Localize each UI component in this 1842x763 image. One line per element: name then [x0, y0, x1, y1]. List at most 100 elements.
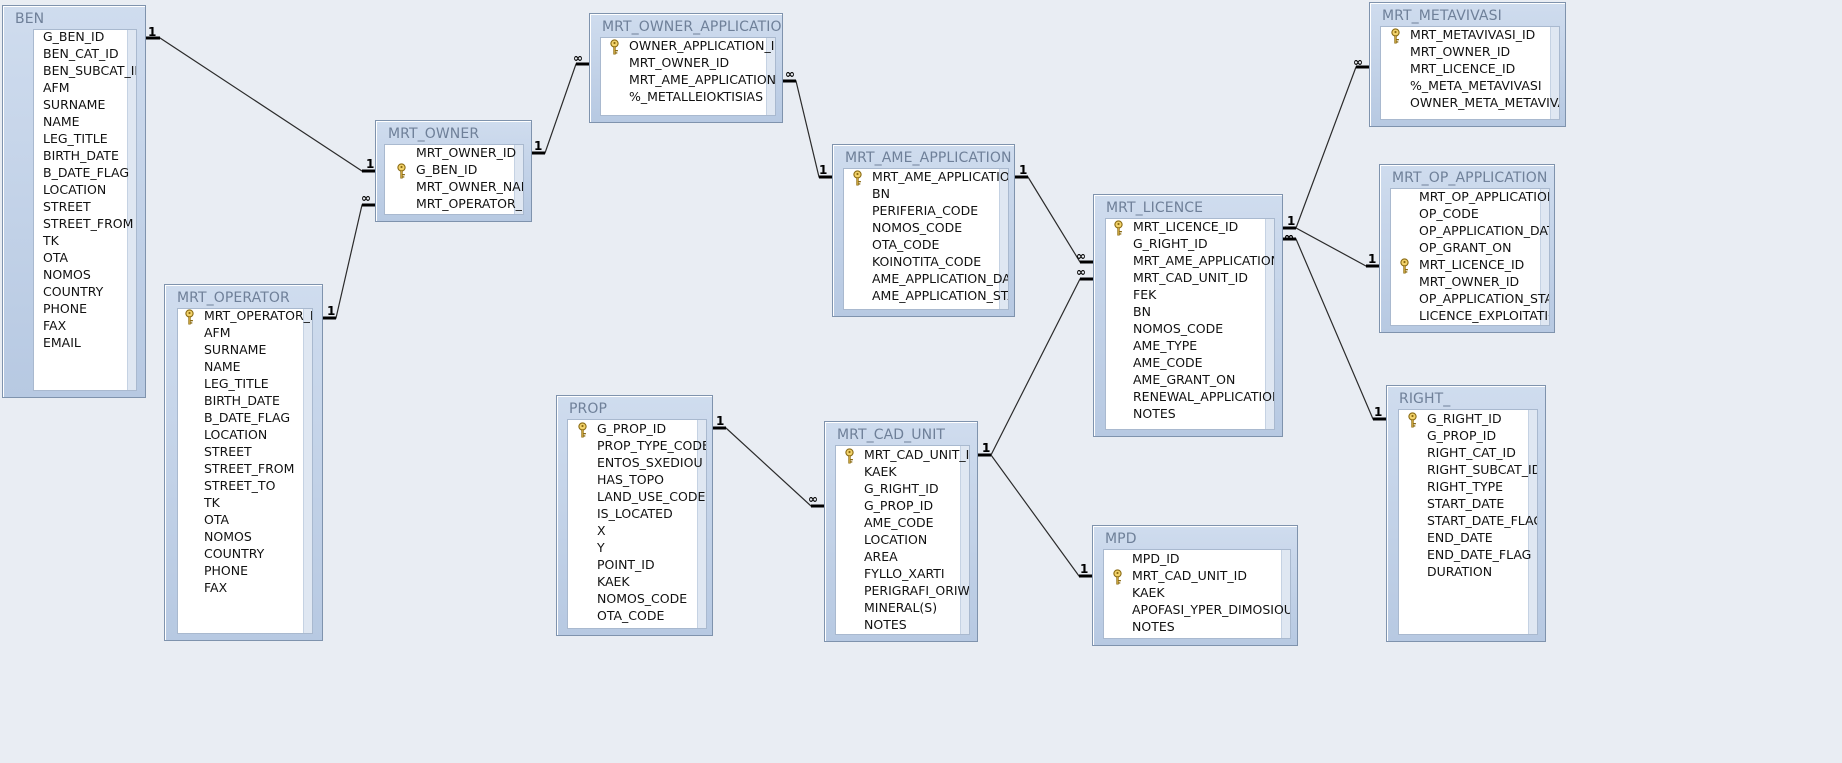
- field-kaek[interactable]: KAEK: [1132, 584, 1290, 601]
- scrollbar[interactable]: [127, 30, 136, 390]
- field-g-prop-id[interactable]: G_PROP_ID: [864, 497, 969, 514]
- field-duration[interactable]: DURATION: [1427, 563, 1537, 580]
- field-mrt-owner-id[interactable]: MRT_OWNER_ID: [1419, 273, 1549, 290]
- field-x[interactable]: X: [597, 522, 706, 539]
- scrollbar[interactable]: [1540, 189, 1549, 325]
- field-start-date-flag[interactable]: START_DATE_FLAG: [1427, 512, 1537, 529]
- field-end-date[interactable]: END_DATE: [1427, 529, 1537, 546]
- field-mrt-ame-application-id[interactable]: MRT_AME_APPLICATION_ID: [853, 169, 1008, 186]
- field-phone[interactable]: PHONE: [204, 562, 312, 579]
- field-tk[interactable]: TK: [204, 494, 312, 511]
- field-fyllo-xarti[interactable]: FYLLO_XARTI: [864, 565, 969, 582]
- table-title[interactable]: MRT_METAVIVASI: [1382, 8, 1502, 24]
- field-owner-meta-metavivasi[interactable]: OWNER_META_METAVIVASI: [1410, 94, 1559, 111]
- field-start-date[interactable]: START_DATE: [1427, 495, 1537, 512]
- field-g-right-id[interactable]: G_RIGHT_ID: [1133, 235, 1274, 252]
- table-title[interactable]: BEN: [15, 11, 45, 27]
- scrollbar[interactable]: [303, 309, 312, 633]
- field-country[interactable]: COUNTRY: [43, 283, 136, 300]
- field-land-use-code[interactable]: LAND_USE_CODE: [597, 488, 706, 505]
- scrollbar[interactable]: [960, 446, 969, 634]
- field-nomos-code[interactable]: NOMOS_CODE: [872, 219, 1008, 236]
- relationship-line-mrt-ame-application-to-mrt-licence[interactable]: [1015, 176, 1093, 263]
- field-g-prop-id[interactable]: G_PROP_ID: [1427, 427, 1537, 444]
- relationship-line-prop-to-mrt-cad-unit[interactable]: [713, 427, 824, 507]
- field-ame-grant-on[interactable]: AME_GRANT_ON: [1133, 371, 1274, 388]
- table-mrt-op-application[interactable]: MRT_OP_APPLICATION MRT_OP_APPLICATION_ID O…: [1379, 164, 1555, 333]
- field-op-grant-on[interactable]: OP_GRANT_ON: [1419, 239, 1549, 256]
- field-name[interactable]: NAME: [43, 113, 136, 130]
- field-nomos-code[interactable]: NOMOS_CODE: [1133, 320, 1274, 337]
- field-afm[interactable]: AFM: [204, 324, 312, 341]
- field-mrt-operator-id[interactable]: MRT_OPERATOR_ID: [416, 195, 523, 212]
- field-mineral-s[interactable]: MINERAL(S): [864, 599, 969, 616]
- scrollbar[interactable]: [1265, 219, 1274, 429]
- table-mrt-ame-application[interactable]: MRT_AME_APPLICATION MRT_AME_APPLICATION_I…: [832, 144, 1015, 317]
- field-mrt-op-application-id[interactable]: MRT_OP_APPLICATION_ID: [1419, 189, 1549, 205]
- field-metalleioktisias[interactable]: %_METALLEIOKTISIAS: [629, 88, 775, 105]
- table-title[interactable]: MRT_OP_APPLICATION: [1392, 170, 1548, 186]
- field-birth-date[interactable]: BIRTH_DATE: [204, 392, 312, 409]
- field-kaek[interactable]: KAEK: [864, 463, 969, 480]
- field-country[interactable]: COUNTRY: [204, 545, 312, 562]
- field-op-application-status[interactable]: OP_APPLICATION_STATUS: [1419, 290, 1549, 307]
- field-point-id[interactable]: POINT_ID: [597, 556, 706, 573]
- field-mrt-licence-id[interactable]: MRT_LICENCE_ID: [1400, 256, 1549, 274]
- field-location[interactable]: LOCATION: [864, 531, 969, 548]
- field-right-subcat-id[interactable]: RIGHT_SUBCAT_ID: [1427, 461, 1537, 478]
- field-afm[interactable]: AFM: [43, 79, 136, 96]
- field-renewal-application[interactable]: RENEWAL_APPLICATION: [1133, 388, 1274, 405]
- field-phone[interactable]: PHONE: [43, 300, 136, 317]
- field-mrt-owner-id[interactable]: MRT_OWNER_ID: [416, 145, 523, 161]
- field-notes[interactable]: NOTES: [864, 616, 969, 633]
- field-tk[interactable]: TK: [43, 232, 136, 249]
- table-title[interactable]: MRT_CAD_UNIT: [837, 427, 946, 443]
- field-street-to[interactable]: STREET_TO: [204, 477, 312, 494]
- field-bn[interactable]: BN: [872, 185, 1008, 202]
- field-entos-sxediou[interactable]: ENTOS_SXEDIOU: [597, 454, 706, 471]
- table-title[interactable]: RIGHT_: [1399, 391, 1451, 407]
- field-mrt-owner-id[interactable]: MRT_OWNER_ID: [1410, 43, 1559, 60]
- relationship-line-mrt-owner-to-mrt-owner-application[interactable]: [532, 63, 589, 154]
- relationship-line-mrt-cad-unit-to-mpd[interactable]: [978, 454, 1092, 577]
- field-g-right-id[interactable]: G_RIGHT_ID: [1408, 410, 1537, 428]
- relationship-line-mrt-owner-application-to-mrt-ame-application[interactable]: [783, 80, 832, 178]
- field-right-cat-id[interactable]: RIGHT_CAT_ID: [1427, 444, 1537, 461]
- field-fek[interactable]: FEK: [1133, 286, 1274, 303]
- field-end-date-flag[interactable]: END_DATE_FLAG: [1427, 546, 1537, 563]
- relationship-line-mrt-licence-to-right[interactable]: [1283, 238, 1386, 420]
- field-street[interactable]: STREET: [204, 443, 312, 460]
- scrollbar[interactable]: [1281, 550, 1290, 638]
- field-mrt-licence-id[interactable]: MRT_LICENCE_ID: [1410, 60, 1559, 77]
- field-g-right-id[interactable]: G_RIGHT_ID: [864, 480, 969, 497]
- field-apofasi-yper-dimosiou[interactable]: APOFASI_YPER_DIMOSIOU: [1132, 601, 1290, 618]
- field-surname[interactable]: SURNAME: [204, 341, 312, 358]
- field-g-prop-id[interactable]: G_PROP_ID: [578, 420, 706, 438]
- field-list[interactable]: MRT_AME_APPLICATION_IDBNPERIFERIA_CODENO…: [843, 168, 1009, 310]
- field-ota[interactable]: OTA: [43, 249, 136, 266]
- field-g-ben-id[interactable]: G_BEN_ID: [397, 161, 523, 179]
- field-street-from[interactable]: STREET_FROM: [204, 460, 312, 477]
- field-surname[interactable]: SURNAME: [43, 96, 136, 113]
- field-ame-application-status[interactable]: AME_APPLICATION_STATUS: [872, 287, 1008, 304]
- scrollbar[interactable]: [1528, 410, 1537, 634]
- field-mpd-id[interactable]: MPD_ID: [1132, 550, 1290, 567]
- field-ame-code[interactable]: AME_CODE: [1133, 354, 1274, 371]
- field-notes[interactable]: NOTES: [1132, 618, 1290, 635]
- field-y[interactable]: Y: [597, 539, 706, 556]
- relationship-line-mrt-operator-to-mrt-owner[interactable]: [323, 204, 375, 319]
- field-street-from[interactable]: STREET_FROM: [43, 215, 136, 232]
- table-title[interactable]: MRT_AME_APPLICATION: [845, 150, 1012, 166]
- scrollbar[interactable]: [514, 145, 523, 214]
- table-title[interactable]: MPD: [1105, 531, 1137, 547]
- field-ame-code[interactable]: AME_CODE: [864, 514, 969, 531]
